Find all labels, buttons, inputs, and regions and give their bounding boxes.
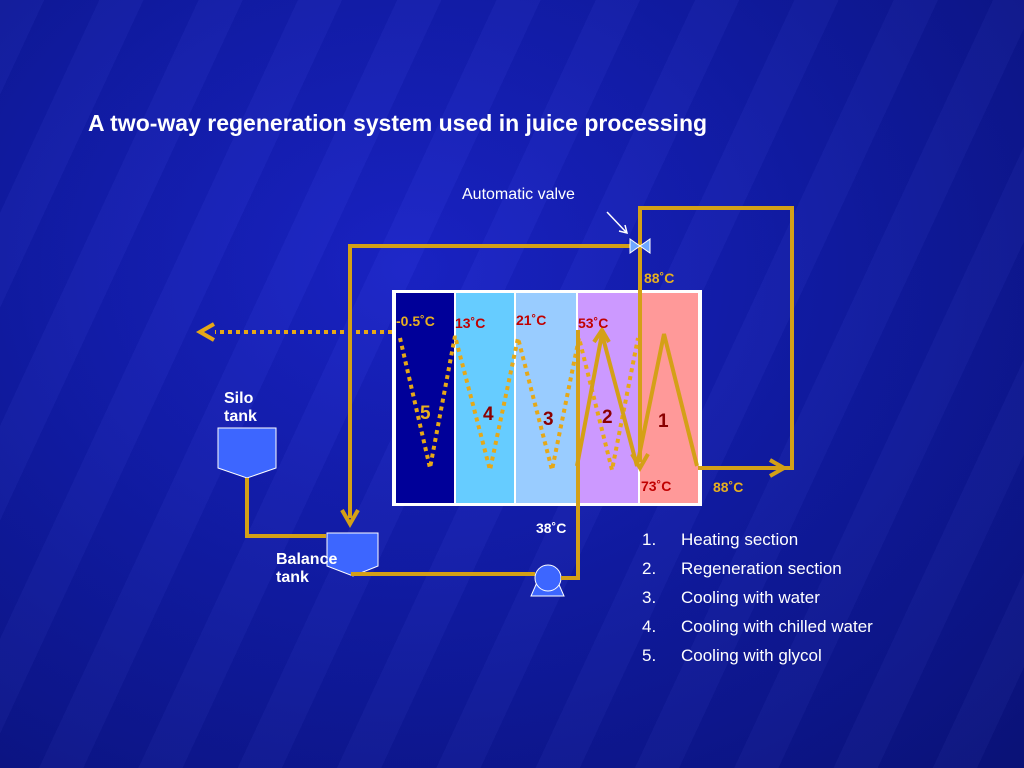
legend-item: 1. Heating section — [642, 529, 873, 558]
silo-tank-label: Silo tank — [224, 390, 257, 426]
heating-return-arrow — [630, 453, 650, 473]
silo-to-balance-pipe — [245, 478, 326, 538]
silo-tank — [217, 427, 277, 479]
regeneration-arrow — [592, 326, 611, 344]
temp-glycol-outlet: -0.5˚C — [396, 313, 435, 329]
product-cooling-path — [398, 335, 640, 471]
legend-item-number: 4. — [642, 617, 657, 636]
legend-item-text: Cooling with chilled water — [681, 617, 873, 636]
legend-item-number: 3. — [642, 588, 657, 607]
pump-icon — [534, 564, 562, 592]
legend-item-text: Cooling with glycol — [681, 646, 822, 665]
balance-tank — [326, 532, 379, 577]
holding-tube-pipe — [638, 206, 794, 470]
legend-item: 5. Cooling with glycol — [642, 645, 873, 674]
temp-chilled-water: 13˚C — [455, 315, 486, 331]
temp-holding-inlet: 88˚C — [644, 270, 675, 286]
silo-tank-label-line1: Silo — [224, 390, 254, 407]
balance-tank-label: Balance tank — [276, 551, 337, 587]
holding-tube-arrow — [769, 458, 789, 478]
legend-item-text: Cooling with water — [681, 588, 820, 607]
legend-item: 2. Regeneration section — [642, 558, 873, 587]
valve-pointer-line — [606, 211, 627, 233]
legend-item-number: 1. — [642, 530, 657, 549]
legend-item: 4. Cooling with chilled water — [642, 616, 873, 645]
section-number-4: 4 — [483, 404, 494, 425]
section-number-5: 5 — [420, 403, 431, 424]
section-3-cooling-water — [516, 293, 576, 503]
legend-item: 3. Cooling with water — [642, 587, 873, 616]
temp-pump-outlet: 38˚C — [536, 520, 567, 536]
section-4-chilled-water — [456, 293, 514, 503]
legend-item-text: Regeneration section — [681, 559, 842, 578]
temp-regeneration-bottom: 73˚C — [641, 478, 672, 494]
page-title: A two-way regeneration system used in ju… — [88, 110, 708, 136]
temp-holding-outlet: 88˚C — [713, 479, 744, 495]
valve-pointer-arrowhead — [618, 224, 629, 235]
diversion-arrow — [340, 509, 360, 529]
automatic-valve-label: Automatic valve — [462, 186, 575, 203]
section-number-1: 1 — [658, 411, 669, 432]
section-number-2: 2 — [602, 407, 613, 428]
balance-tank-label-line1: Balance — [276, 551, 338, 568]
legend-item-number: 2. — [642, 559, 657, 578]
section-legend: 1. Heating section 2. Regeneration section… — [642, 529, 873, 674]
silo-tank-label-line2: tank — [224, 408, 257, 425]
pump-to-exchanger-pipe — [561, 330, 580, 580]
balance-tank-label-line2: tank — [276, 569, 309, 586]
legend-item-number: 5. — [642, 646, 657, 665]
automatic-valve-icon — [629, 238, 641, 254]
diversion-pipe — [348, 244, 630, 518]
section-number-3: 3 — [543, 409, 554, 430]
temp-regeneration-top: 53˚C — [578, 315, 609, 331]
balance-to-pump-pipe — [351, 572, 535, 576]
section-1-heating — [640, 293, 698, 503]
automatic-valve-icon-right — [639, 238, 651, 254]
legend-item-text: Heating section — [681, 530, 799, 549]
product-outlet-arrow — [195, 322, 215, 342]
section-5-glycol — [396, 293, 454, 503]
temp-cooling-water: 21˚C — [516, 312, 547, 328]
